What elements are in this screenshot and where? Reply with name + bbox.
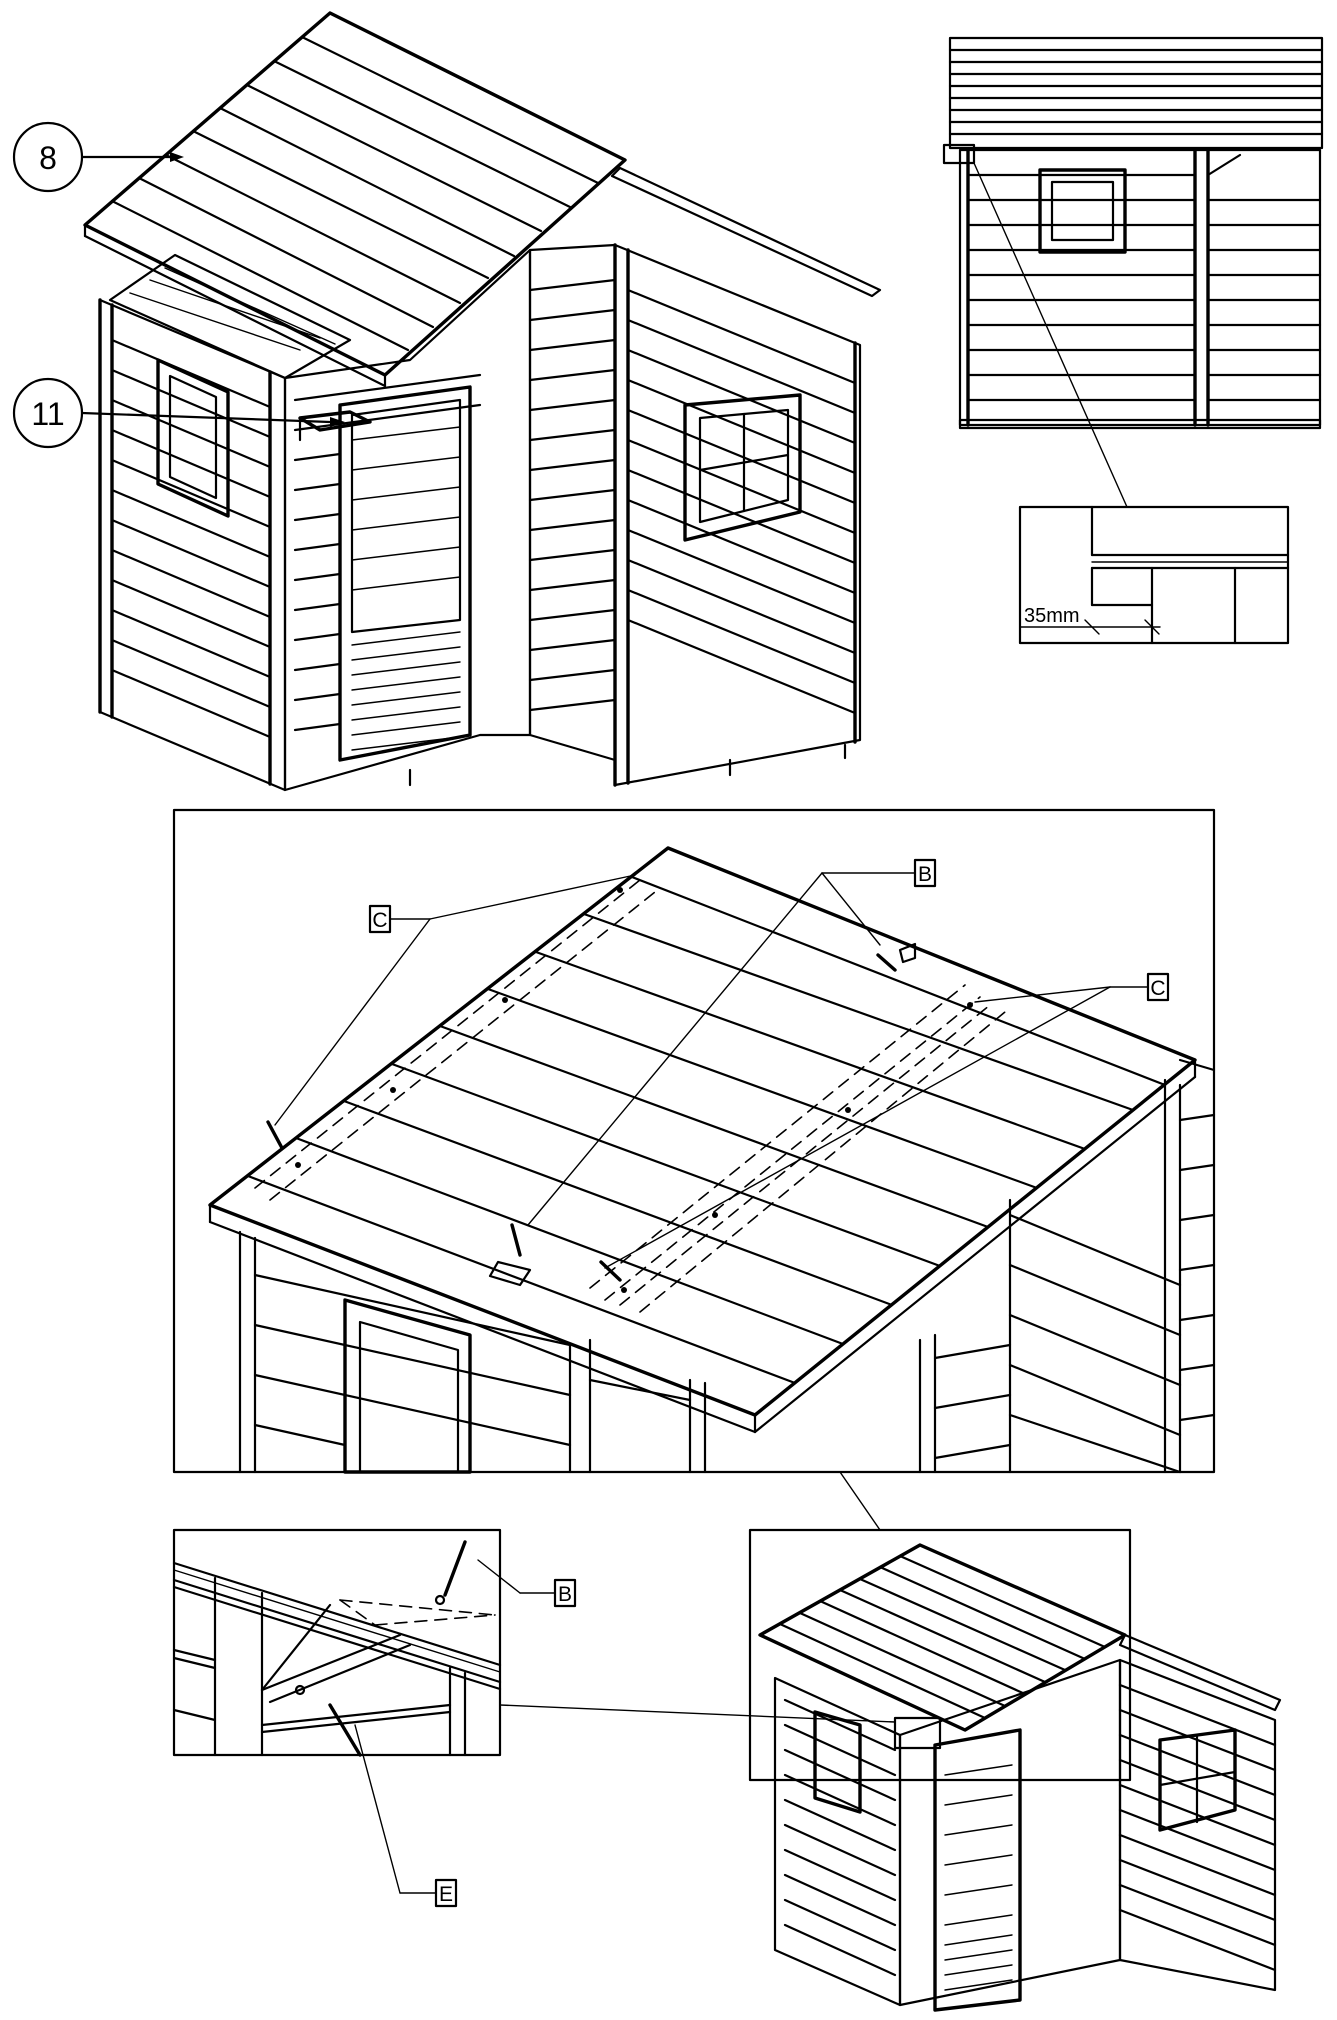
callout-b-detail: B [477, 1559, 577, 1608]
callout-c-left: C [274, 874, 636, 1126]
callout-b-detail-text: B [558, 1583, 572, 1606]
callout-e-text: E [439, 1883, 453, 1906]
detail-overhang: 35mm [1018, 505, 1290, 645]
isometric-view-small [748, 1528, 1282, 2012]
callout-b-top-text: B [918, 863, 932, 886]
callout-8: 8 [12, 121, 184, 193]
callout-c-right: C [604, 972, 1170, 1269]
callout-c-right-text: C [1150, 977, 1165, 1000]
isometric-view-main [83, 11, 882, 792]
callout-e: E [354, 1724, 458, 1908]
overhang-dimension: 35mm [1024, 605, 1080, 627]
side-elevation-view [942, 36, 1324, 508]
view-link-line [839, 1471, 881, 1531]
callout-c-left-text: C [372, 909, 387, 932]
roof-closeup-view [172, 808, 1216, 1474]
callout-11-text: 11 [31, 396, 64, 432]
bracket-detail-view [172, 1528, 502, 1757]
callout-11: 11 [12, 377, 345, 449]
callout-b-top: B [527, 858, 937, 1226]
callout-8-text: 8 [39, 140, 57, 176]
